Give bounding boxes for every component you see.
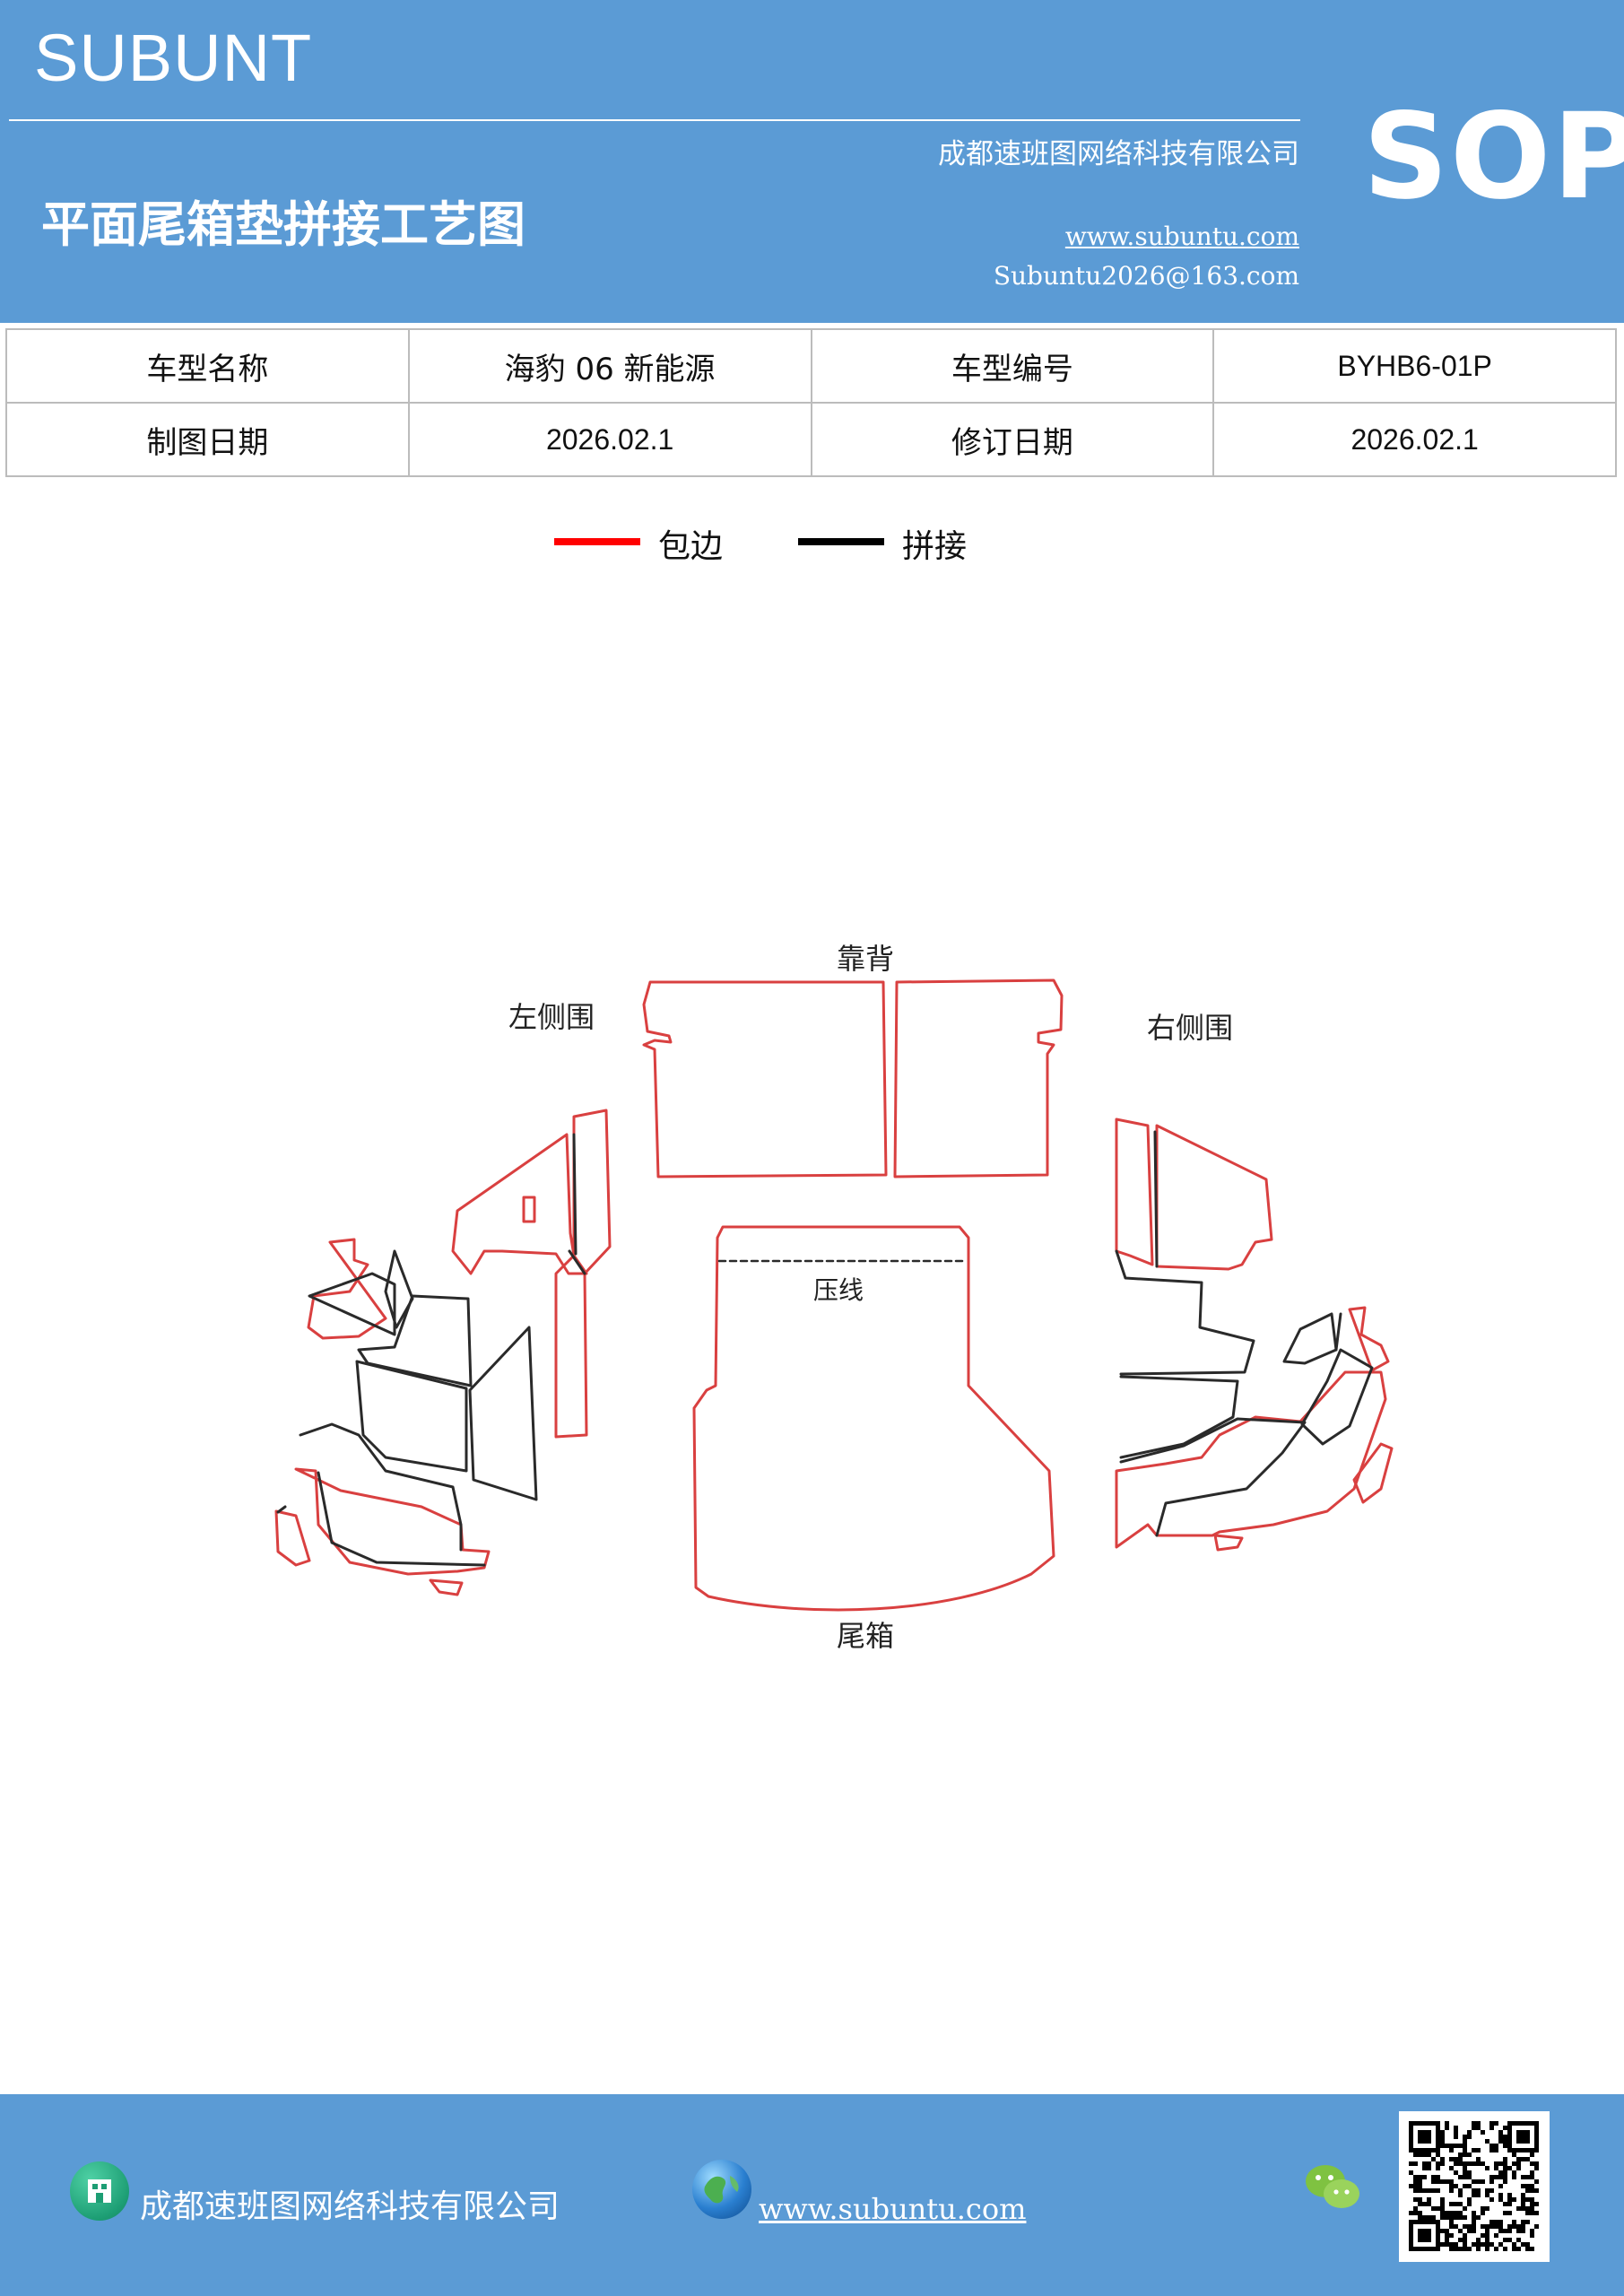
value-revision-date: 2026.02.1 xyxy=(1212,402,1617,477)
label-right-side: 右侧围 xyxy=(1147,1011,1233,1045)
value-model-code: BYHB6-01P xyxy=(1212,328,1617,404)
backrest-left-panel xyxy=(642,980,888,1178)
left-side-tab xyxy=(522,1196,536,1223)
left-side-lower-outer xyxy=(294,1467,491,1576)
globe-icon xyxy=(692,2160,751,2219)
header-company-name: 成都速班图网络科技有限公司 xyxy=(938,138,1299,170)
backrest-right-panel xyxy=(893,978,1064,1178)
header-website-link[interactable]: www.subuntu.com xyxy=(1064,222,1299,251)
trunk-floor-panel xyxy=(692,1225,1055,1612)
seam-outlines xyxy=(276,1130,1374,1567)
right-side-tab xyxy=(1348,1306,1390,1372)
label-revision-date: 修订日期 xyxy=(810,402,1215,477)
label-press-line: 压线 xyxy=(813,1275,864,1305)
footer-company-name: 成都速班图网络科技有限公司 xyxy=(140,2188,560,2225)
table-row: 车型名称 海豹 06 新能源 车型编号 BYHB6-01P xyxy=(5,328,1617,404)
right-side-upper-panel xyxy=(1155,1124,1273,1271)
label-trunk: 尾箱 xyxy=(837,1619,894,1653)
header-email: Subuntu2026@163.com xyxy=(993,261,1299,291)
label-model-name: 车型名称 xyxy=(5,328,410,404)
footer-website-link[interactable]: www.subuntu.com xyxy=(759,2192,1027,2226)
label-draw-date: 制图日期 xyxy=(5,402,410,477)
right-side-bottom-tip xyxy=(1213,1534,1244,1552)
wechat-icon[interactable] xyxy=(1302,2161,1365,2215)
label-model-code: 车型编号 xyxy=(810,328,1215,404)
legend-label-binding: 包边 xyxy=(658,528,724,565)
value-draw-date: 2026.02.1 xyxy=(407,402,812,477)
left-side-bottom-tip xyxy=(429,1578,464,1596)
document-title: 平面尾箱垫拼接工艺图 xyxy=(41,196,525,253)
left-side-strip xyxy=(554,1109,612,1439)
header-banner xyxy=(0,0,1624,323)
left-side-upper-panel xyxy=(451,1133,588,1275)
header-divider xyxy=(9,119,1300,121)
legend-swatch-red xyxy=(554,538,640,545)
qr-code-icon[interactable] xyxy=(1399,2111,1550,2262)
right-side-lower-outer xyxy=(1115,1370,1387,1549)
building-icon xyxy=(70,2161,129,2221)
right-side-arc xyxy=(1352,1442,1394,1504)
brand-logo-text: SUBUNT xyxy=(34,21,313,95)
label-backrest: 靠背 xyxy=(837,942,894,976)
right-side-strip xyxy=(1115,1118,1154,1266)
left-side-small xyxy=(307,1238,387,1340)
label-left-side: 左侧围 xyxy=(508,1000,595,1034)
vehicle-info-table: 车型名称 海豹 06 新能源 车型编号 BYHB6-01P 制图日期 2026.… xyxy=(5,328,1617,477)
sop-mark: SOP xyxy=(1363,88,1624,226)
edge-binding-outlines xyxy=(274,978,1394,1612)
left-side-arc xyxy=(274,1509,311,1567)
table-row: 制图日期 2026.02.1 修订日期 2026.02.1 xyxy=(5,402,1617,477)
value-model-name: 海豹 06 新能源 xyxy=(407,328,812,404)
legend-swatch-black xyxy=(798,538,884,545)
legend-label-seam: 拼接 xyxy=(902,528,968,565)
